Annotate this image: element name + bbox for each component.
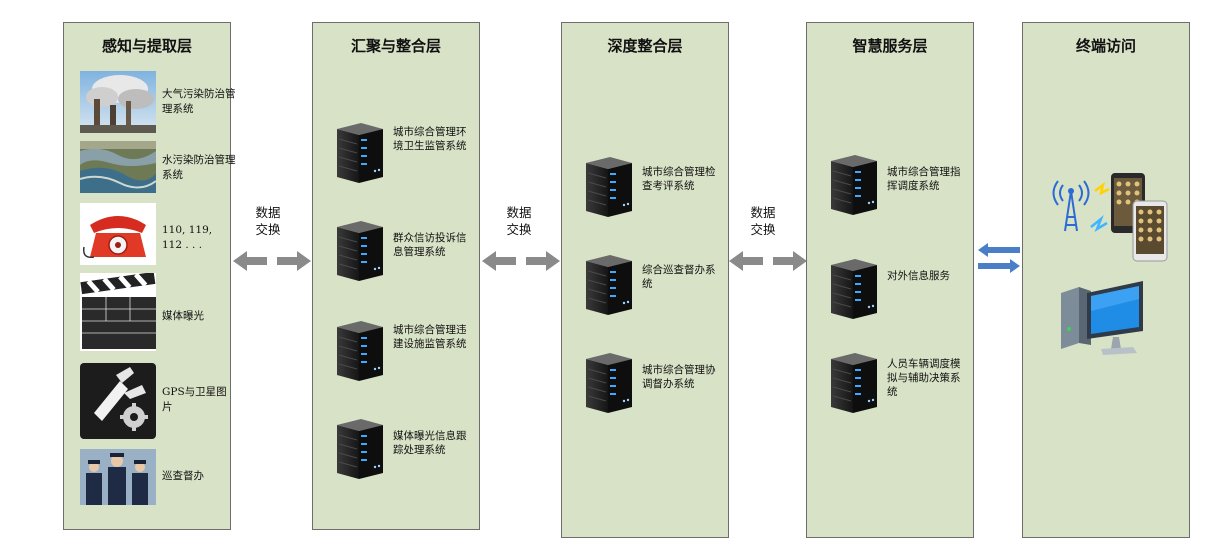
server-icon [580,153,636,219]
perception-layer-title: 感知与提取层 [101,37,192,55]
aggregation-layer-title: 汇聚与整合层 [350,37,441,55]
perception-layer-panel: 感知与提取层 大气污染防治管理系统 水污染防治管理系统 [63,22,236,530]
server-icon [331,415,387,481]
server-icon [331,217,387,283]
smart-service-layer-title: 智慧服务层 [852,37,928,55]
system-label: 群众信访投诉信息管理系统 [393,232,467,258]
system-label: 人员车辆调度模拟与辅助决策系统 [887,358,961,398]
terminal-access-title: 终端访问 [1075,37,1136,55]
server-icon [580,349,636,415]
system-label: 城市综合管理违建设施监管系统 [393,324,467,350]
perception-item-label: 水污染防治管理系统 [162,154,236,181]
system-label: 城市综合管理指挥调度系统 [887,166,961,192]
server-icon [331,317,387,383]
satellite-icon [80,363,156,439]
server-icon [825,349,881,415]
aggregation-layer-panel: 汇聚与整合层 城市综合管理环境卫生监管系统 群众信访投诉信息管理系统 城市综合管… [312,22,480,530]
system-label: 对外信息服务 [887,270,950,282]
patrol-officers-photo [80,449,156,505]
bidirectional-arrow-icon [231,249,313,273]
system-label: 城市综合管理检查考评系统 [642,166,716,192]
system-label: 综合巡查督办系统 [642,264,716,290]
perception-item-label: GPS与卫星图片 [162,386,227,413]
clapperboard-icon [80,273,156,351]
mobile-phones-icon [1049,171,1179,263]
telephone-icon [80,203,156,265]
blue-bidirectional-arrow-icon [976,240,1022,276]
bidirectional-arrow-icon [727,249,809,273]
server-icon [825,151,881,217]
system-label: 城市综合管理协调督办系统 [642,364,716,390]
bidirectional-arrow-icon [480,249,562,273]
air-pollution-photo [80,71,156,133]
server-icon [331,119,387,185]
data-exchange-label: 数据 交换 [750,205,776,237]
water-pollution-photo [80,141,156,193]
deep-integration-layer-title: 深度整合层 [607,37,683,55]
desktop-computer-icon [1057,279,1153,359]
server-icon [825,255,881,321]
smart-service-layer-panel: 智慧服务层 城市综合管理指挥调度系统 对外信息服务 人员车辆调度模拟与辅助决策系… [806,22,974,538]
perception-item-label: 巡查督办 [162,470,204,482]
server-icon [580,251,636,317]
system-label: 城市综合管理环境卫生监管系统 [393,126,467,152]
perception-item-label: 媒体曝光 [162,310,204,322]
data-exchange-label: 数据 交换 [255,205,281,237]
deep-integration-layer-panel: 深度整合层 城市综合管理检查考评系统 综合巡查督办系统 城市综合管理协调督办系统 [561,22,729,538]
perception-item-label: 110, 119, 112 . . . [162,224,213,251]
perception-item-label: 大气污染防治管理系统 [162,88,236,115]
terminal-access-panel: 终端访问 [1022,22,1190,538]
system-label: 媒体曝光信息跟踪处理系统 [393,430,467,456]
data-exchange-label: 数据 交换 [506,205,532,237]
